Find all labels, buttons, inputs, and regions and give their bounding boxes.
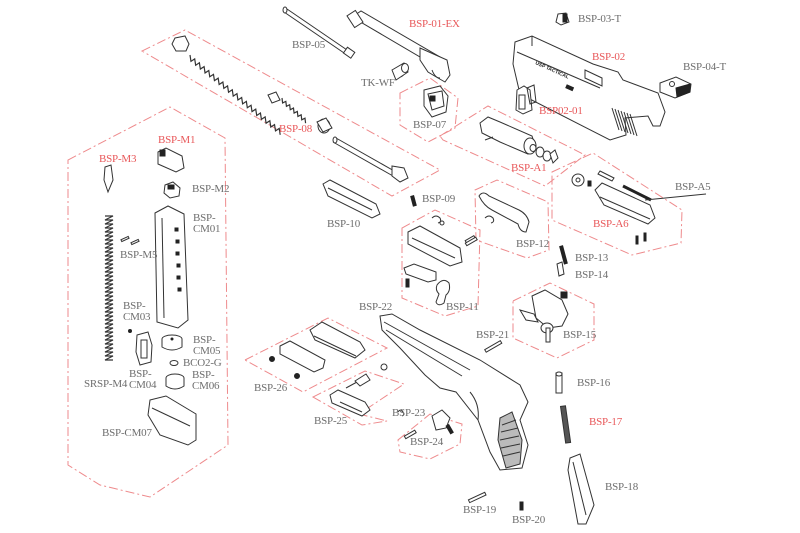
label-bsp-22: BSP-22 <box>359 301 393 313</box>
label-bsp-03-t: BSP-03-T <box>578 13 622 25</box>
bsp02-01-part <box>515 84 537 115</box>
label-bsp-25: BSP-25 <box>314 415 348 427</box>
tk-wf-part <box>391 62 409 81</box>
bsp-07-part <box>423 85 449 118</box>
group-outline-magazine <box>67 106 229 498</box>
label-bsp-m2: BSP-M2 <box>192 183 230 195</box>
label-bsp-21: BSP-21 <box>476 329 510 341</box>
bsp-23-part <box>397 409 405 417</box>
label-bsp-19: BSP-19 <box>463 504 497 516</box>
group-outline-bsp-15 <box>512 282 595 359</box>
bsp-21-pin <box>484 339 503 353</box>
bsp-19-pin <box>467 491 487 504</box>
bsp-24-part <box>403 409 454 440</box>
bsp-25-part <box>329 363 388 417</box>
magazine-spring <box>104 215 114 361</box>
label-bsp-cm01: BSP- CM01 <box>193 212 221 235</box>
label-bsp-m3: BSP-M3 <box>99 153 137 165</box>
bsp-cm05-part <box>161 334 183 351</box>
label-bsp-cm05: BSP- CM05 <box>193 334 221 357</box>
label-bsp-13: BSP-13 <box>575 252 609 264</box>
label-tk-wf: TK-WF <box>361 77 395 89</box>
label-bsp-11: BSP-11 <box>446 301 479 313</box>
label-bsp-cm04: BSP- CM04 <box>129 368 157 391</box>
bsp-cm07-part <box>147 395 197 446</box>
label-bsp-08: BSP-08 <box>279 123 313 135</box>
label-bsp-m5: BSP-M5 <box>120 249 158 261</box>
bsp-11-part <box>403 215 478 306</box>
label-bsp-cm03: BSP- CM03 <box>123 300 151 323</box>
label-bsp-15: BSP-15 <box>563 329 597 341</box>
bsp-16-part <box>555 371 563 394</box>
group-outline-bsp-11 <box>401 209 481 317</box>
bsp-09-screw <box>410 195 417 207</box>
label-bsp-26: BSP-26 <box>254 382 288 394</box>
group-outline-bsp-a6 <box>551 152 683 256</box>
grip-texture <box>497 411 523 469</box>
magazine-windows <box>174 227 182 292</box>
bsp-cm04-part <box>135 331 153 366</box>
frame-part <box>379 313 529 471</box>
label-bsp-m1: BSP-M1 <box>158 134 196 146</box>
label-bsp-09: BSP-09 <box>422 193 456 205</box>
group-outline-bsp-24 <box>397 413 463 460</box>
bsp-a6-part <box>571 170 707 245</box>
label-bsp-01-ex: BSP-01-EX <box>409 18 460 30</box>
bsp-20-screw <box>519 501 524 511</box>
label-bco2-g: BCO2-G <box>183 357 222 369</box>
inner-barrel-part <box>282 6 356 59</box>
label-bsp02-01: BSP02-01 <box>539 105 583 117</box>
label-bsp-07: BSP-07 <box>413 119 447 131</box>
slide-part: USP TACTICAL <box>512 35 666 141</box>
label-bsp-16: BSP-16 <box>577 377 611 389</box>
bsp-m3-part <box>103 164 114 194</box>
label-bsp-14: BSP-14 <box>575 269 609 281</box>
bco2-g-part <box>169 360 179 366</box>
bsp-15-part <box>518 289 569 343</box>
label-bsp-a5: BSP-A5 <box>675 181 711 193</box>
bsp-17-spring <box>559 405 572 444</box>
bsp-26-part <box>269 321 366 379</box>
slide-serrations <box>611 107 638 137</box>
label-bsp-05: BSP-05 <box>292 39 326 51</box>
recoil-spring-guide-part <box>171 35 409 183</box>
label-bsp-23: BSP-23 <box>392 407 426 419</box>
bsp-cm03-screw <box>128 329 132 333</box>
label-bsp-a1: BSP-A1 <box>511 162 547 174</box>
bsp-a1-part <box>479 116 559 164</box>
bsp-12-part <box>464 192 530 244</box>
label-bsp-04-t: BSP-04-T <box>683 61 727 73</box>
label-bsp-24: BSP-24 <box>410 436 444 448</box>
label-bsp-12: BSP-12 <box>516 238 550 250</box>
magazine-body-part <box>154 205 189 329</box>
bsp-18-part <box>567 453 595 525</box>
label-bsp-18: BSP-18 <box>605 481 639 493</box>
group-outline-bsp-07 <box>399 77 459 143</box>
label-bsp-cm07: BSP-CM07 <box>102 427 152 439</box>
group-outline-bsp-26 <box>243 317 389 393</box>
bsp-10-part <box>322 179 381 219</box>
front-sight-part <box>555 12 570 26</box>
bsp-m1-part <box>157 147 185 173</box>
label-bsp-02: BSP-02 <box>592 51 626 63</box>
label-bsp-cm06: BSP- CM06 <box>192 369 220 392</box>
label-bsp-20: BSP-20 <box>512 514 546 526</box>
group-outline-recoil-assembly <box>140 29 442 197</box>
bsp-14-part <box>556 261 565 277</box>
rear-sight-part <box>659 76 692 99</box>
bsp-m2-part <box>163 181 181 199</box>
bsp-m5-pins <box>120 235 140 246</box>
label-srsp-m4: SRSP-M4 <box>84 378 128 390</box>
label-bsp-a6: BSP-A6 <box>593 218 629 230</box>
outer-barrel-part <box>346 9 451 83</box>
label-bsp-10: BSP-10 <box>327 218 361 230</box>
bsp-cm06-part <box>165 373 185 390</box>
group-outline-bsp-a1 <box>439 105 586 187</box>
label-bsp-17: BSP-17 <box>589 416 623 428</box>
bsp-13-pin <box>559 245 568 265</box>
